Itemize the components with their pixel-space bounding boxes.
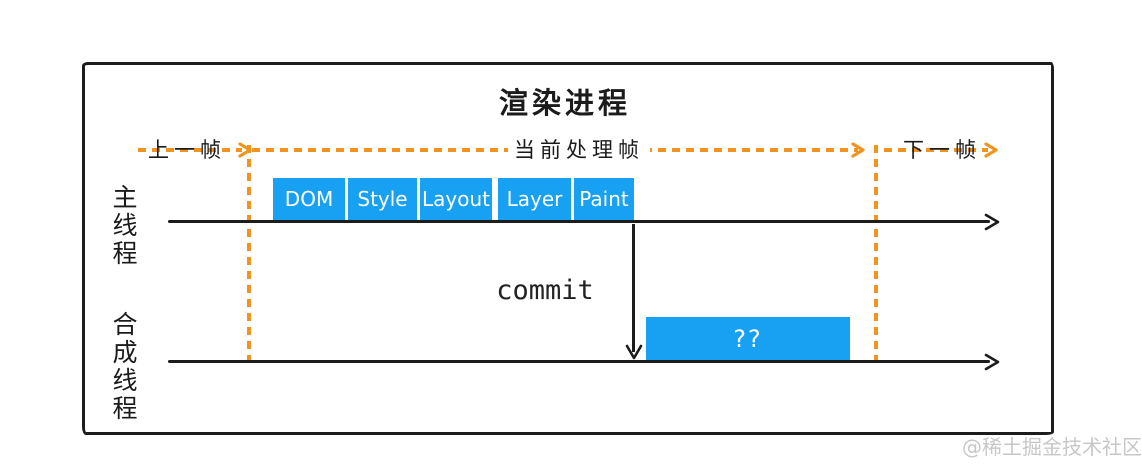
stage-layer: Layer bbox=[498, 178, 571, 220]
arrowhead-right-icon bbox=[984, 353, 1000, 371]
current-frame-label: 当前处理帧 bbox=[508, 134, 650, 164]
next-frame-label: 下一帧 bbox=[903, 138, 981, 162]
commit-arrow-line bbox=[632, 224, 635, 352]
stage-dom: DOM bbox=[273, 178, 345, 220]
stage-style: Style bbox=[348, 178, 417, 220]
arrowhead-right-icon bbox=[984, 142, 998, 158]
diagram-title: 渲染进程 bbox=[498, 86, 631, 120]
compositor-thread-timeline bbox=[168, 360, 990, 363]
stage-layout: Layout bbox=[420, 178, 492, 220]
arrowhead-right-icon bbox=[984, 213, 1000, 231]
commit-label: commit bbox=[496, 275, 594, 306]
compositor-thread-label: 合成线程 bbox=[112, 310, 138, 423]
next-frame-dashed-line bbox=[884, 148, 988, 152]
frame-boundary-line-right bbox=[874, 145, 878, 362]
stage-paint: Paint bbox=[574, 178, 634, 220]
previous-frame-label: 上一帧 bbox=[148, 138, 226, 162]
diagram-frame-border bbox=[82, 62, 1054, 435]
render-pipeline-stages: DOM Style Layout Layer Paint bbox=[273, 178, 634, 220]
previous-frame-dashed-line bbox=[138, 148, 242, 152]
main-thread-label: 主线程 bbox=[112, 183, 138, 268]
arrowhead-down-icon bbox=[625, 344, 643, 360]
frame-boundary-line-left bbox=[247, 145, 251, 362]
main-thread-timeline bbox=[168, 220, 990, 223]
arrowhead-right-icon bbox=[851, 142, 865, 158]
compositor-unknown-block: ?? bbox=[646, 317, 850, 360]
watermark: @稀土掘金技术社区 bbox=[962, 435, 1142, 459]
